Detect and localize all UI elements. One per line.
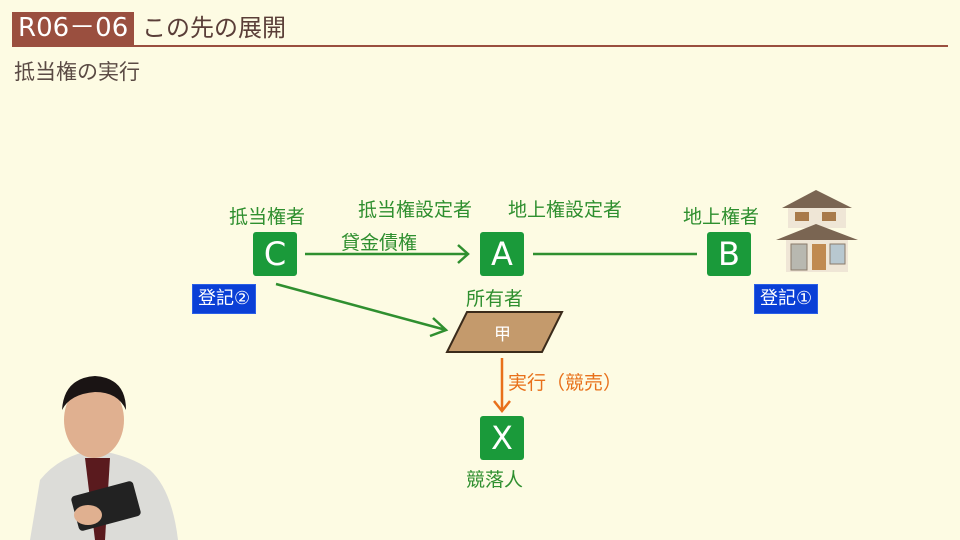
section-code-badge: R06－06: [12, 12, 135, 45]
party-c-node: C: [253, 232, 297, 276]
title-divider: [12, 45, 948, 47]
house-icon: [776, 190, 858, 272]
execution-label: 実行（競売）: [508, 372, 623, 394]
arrow-land-to-x: [493, 358, 511, 414]
land-label: 甲: [494, 325, 511, 345]
a-mortgagor-label: 抵当権設定者: [358, 199, 473, 221]
c-role-label: 抵当権者: [229, 206, 306, 228]
arrow-c-to-a: [305, 244, 470, 264]
a-owner-label: 所有者: [466, 288, 524, 310]
a-superficies-grantor-label: 地上権設定者: [508, 199, 623, 221]
x-role-label: 競落人: [466, 469, 524, 491]
arrow-c-to-land: [275, 282, 449, 338]
land-parcel-shape: [445, 311, 564, 353]
b-role-label: 地上権者: [683, 206, 760, 228]
page-subtitle: 抵当権の実行: [14, 60, 140, 84]
party-b-node: B: [707, 232, 751, 276]
c-registration-badge: 登記②: [192, 284, 257, 314]
party-a-node: A: [480, 232, 524, 276]
b-registration-badge: 登記①: [754, 284, 819, 314]
presenter-video: [30, 376, 178, 540]
page-title: この先の展開: [142, 14, 286, 42]
party-x-node: X: [480, 416, 524, 460]
loan-claim-label: 貸金債権: [341, 232, 418, 254]
